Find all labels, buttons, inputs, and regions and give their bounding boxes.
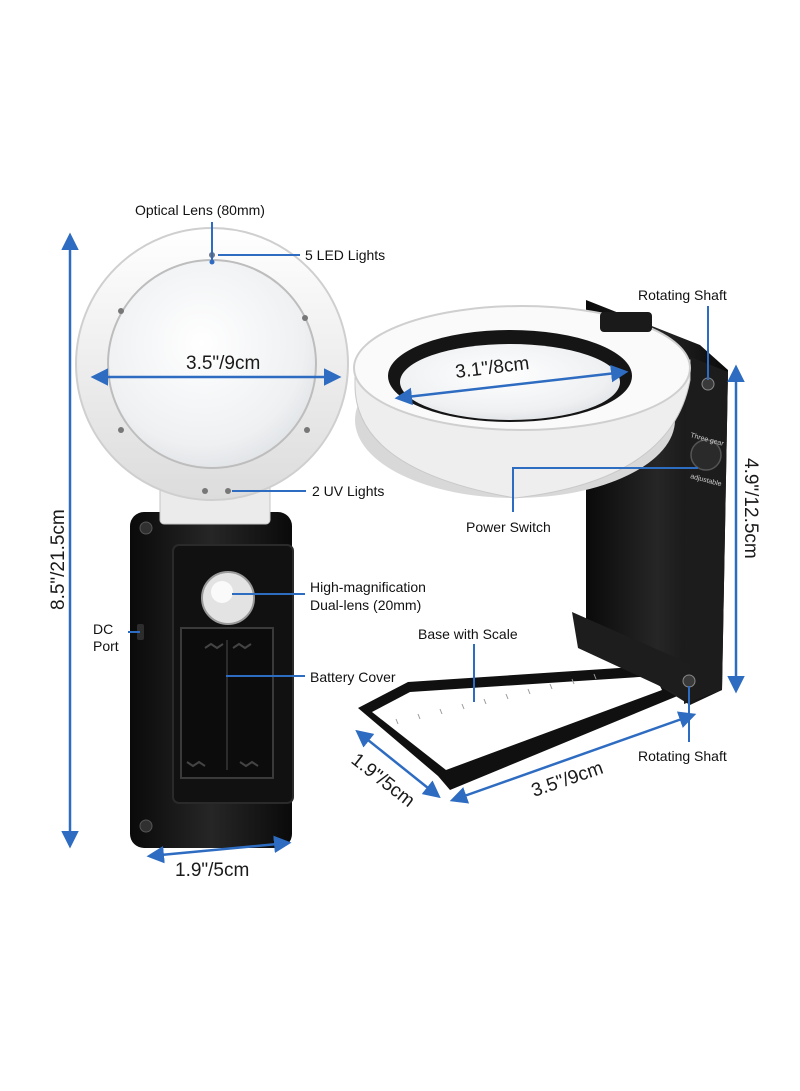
led-light-3 <box>302 315 308 321</box>
dim-left-lens-width: 3.5"/9cm <box>186 353 260 374</box>
dim-left-handle-width: 1.9"/5cm <box>175 860 249 881</box>
label-high-mag-line1: High-magnification <box>310 579 426 595</box>
battery-spring-bottom <box>186 760 259 768</box>
battery-spring-top <box>204 642 252 650</box>
hinge-screw-bottom-left <box>139 819 153 833</box>
hinge-screw-top-left <box>139 521 153 535</box>
base-scale-ticks <box>395 673 597 725</box>
led-light-5 <box>304 427 310 433</box>
dim-base-width: 3.5"/9cm <box>529 758 606 802</box>
base-hinge-bar <box>572 612 690 700</box>
left-magnifier <box>75 227 349 848</box>
right-magnifier: Three gear adjustable <box>353 300 728 790</box>
right-column-side <box>684 355 728 704</box>
handle-width-arrow <box>146 835 292 864</box>
right-lens-width-arrow <box>394 364 629 406</box>
led-light-2 <box>118 308 124 314</box>
right-dimension-arrows <box>355 364 745 804</box>
label-rotating-shaft-bottom: Rotating Shaft <box>638 748 727 764</box>
uv-light-1 <box>202 488 208 494</box>
rotating-shaft-bottom-screw <box>682 674 696 688</box>
pointer-power-switch <box>512 467 698 512</box>
label-battery-cover: Battery Cover <box>310 669 396 685</box>
power-switch-knob <box>690 439 722 471</box>
left-callout-pointers <box>128 222 306 677</box>
label-uv-lights: 2 UV Lights <box>312 483 384 499</box>
left-dimension-arrows <box>61 232 342 864</box>
dim-base-depth: 1.9"/5cm <box>347 749 419 811</box>
label-dc-port-line2: Port <box>93 638 119 654</box>
label-led-lights: 5 LED Lights <box>305 247 385 263</box>
label-high-mag-line2: Dual-lens (20mm) <box>310 597 421 613</box>
label-rotating-shaft-top: Rotating Shaft <box>638 287 727 303</box>
dim-left-total-height: 8.5"/21.5cm <box>48 509 69 610</box>
label-dc-port-line1: DC <box>93 621 113 637</box>
base-width-arrow <box>449 711 697 804</box>
base-depth-arrow <box>355 729 441 799</box>
label-optical-lens: Optical Lens (80mm) <box>135 202 265 218</box>
dual-lens-highlight <box>211 581 233 603</box>
right-top-cap <box>600 312 652 332</box>
dim-right-height: 4.9"/12.5cm <box>740 458 761 559</box>
led-light-4 <box>118 427 124 433</box>
label-power-switch: Power Switch <box>466 519 551 535</box>
pointer-optical-lens-dot <box>209 259 215 265</box>
uv-light-2 <box>225 488 231 494</box>
label-base-with-scale: Base with Scale <box>418 626 518 642</box>
dc-port <box>137 624 144 640</box>
